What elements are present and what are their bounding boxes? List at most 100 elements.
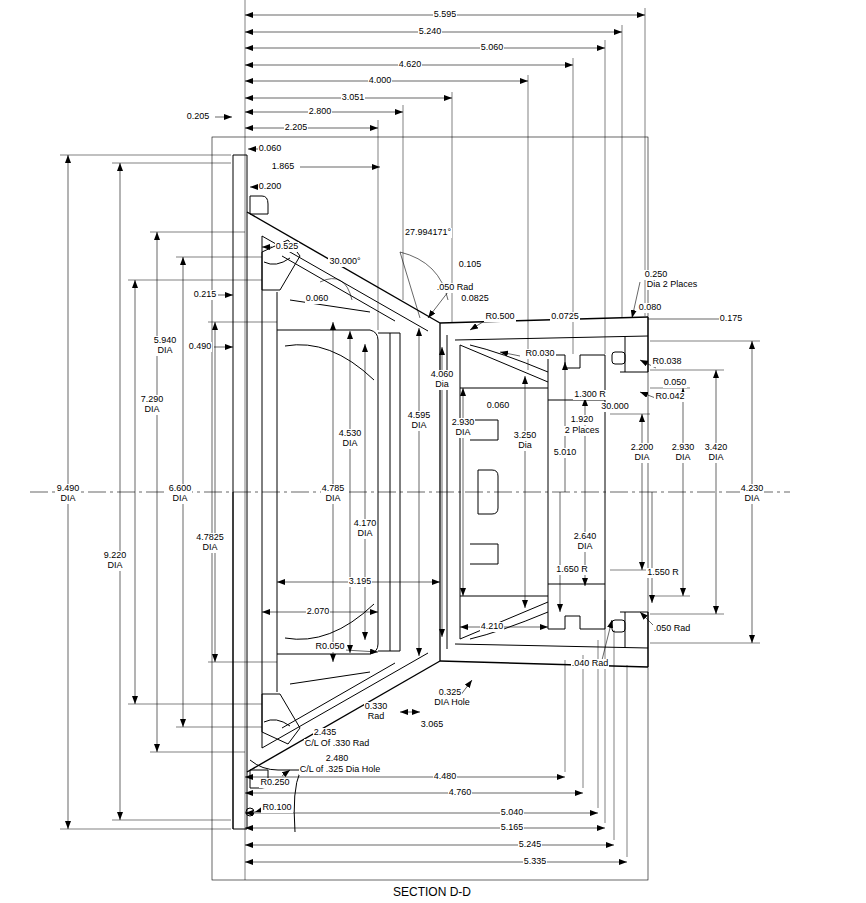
drawing-line — [233, 155, 648, 492]
drawing-line — [128, 704, 262, 705]
dimension-label: 3.195 — [348, 577, 373, 587]
dimension-label: 1.650 R — [555, 565, 589, 575]
dimension-label: 0.250 — [644, 270, 669, 280]
drawing-line — [112, 163, 231, 164]
dimension-label: 2.640 DIA — [573, 532, 598, 552]
dimension-label: 0.0725 — [550, 312, 580, 322]
drawing-line — [262, 247, 272, 248]
dimension-label: 5.940 DIA — [153, 336, 178, 356]
dimension-label: 5.040 — [500, 808, 525, 818]
dimension-label: R0.050 — [314, 642, 345, 652]
drawing-line — [400, 252, 420, 318]
drawing-line — [128, 280, 262, 281]
drawing-line — [650, 614, 724, 615]
drawing-line — [365, 344, 366, 640]
dimension-label: 0.060 — [305, 294, 330, 304]
dimension-label: 5.240 — [418, 27, 443, 37]
dimension-label: 2.200 DIA — [630, 443, 655, 463]
drawing-line — [135, 280, 136, 704]
dimension-label: 4.210 — [480, 622, 505, 632]
drawing-line — [622, 25, 623, 318]
dimension-label: 6.600 DIA — [168, 484, 193, 504]
dimension-label: 4.595 DIA — [407, 411, 432, 431]
dimension-label: 4.620 — [398, 60, 423, 70]
drawing-line — [176, 257, 262, 258]
drawing-line — [176, 727, 262, 728]
drawing-line — [400, 712, 420, 713]
dimension-label: C/L Of .330 Rad — [304, 739, 371, 749]
dimension-label: 5.335 — [523, 857, 548, 867]
dimension-label: .040 Rad — [571, 659, 610, 669]
dimension-label: 1.920 — [570, 415, 595, 425]
dimension-label: R0.100 — [261, 803, 292, 813]
drawing-line — [245, 128, 378, 129]
drawing-line — [214, 117, 660, 812]
dimension-label: 5.245 — [518, 840, 543, 850]
dimension-label: 0.490 — [188, 342, 213, 352]
dimension-label: 2.930 DIA — [451, 418, 476, 438]
dimension-label: 0.205 — [186, 112, 211, 122]
drawing-line — [428, 292, 448, 318]
drawing-line — [245, 862, 627, 863]
drawing-line — [208, 662, 277, 663]
drawing-line — [683, 388, 684, 596]
drawing-line — [650, 643, 760, 644]
drawing-line — [233, 492, 234, 829]
dimension-label: 9.220 DIA — [103, 551, 128, 571]
drawing-line — [583, 655, 584, 788]
drawing-line — [212, 137, 648, 880]
drawing-line — [442, 347, 443, 637]
dimension-label: 1.550 R — [646, 568, 680, 578]
drawing-line — [605, 600, 606, 823]
drawing-line — [218, 295, 233, 296]
drawing-line — [245, 828, 605, 829]
drawing-line — [525, 376, 526, 608]
drawing-line — [320, 252, 720, 319]
drawing-line — [642, 414, 643, 570]
dimension-label: 3.420 DIA — [704, 443, 729, 463]
drawing-line — [614, 630, 615, 840]
dimension-label: 27.994171° — [404, 228, 452, 238]
dimension-label: 0.525 — [275, 242, 300, 252]
dimension-label: DIA Hole — [433, 698, 471, 708]
dimension-label: 0.060 — [486, 401, 511, 411]
drawing-line — [150, 752, 245, 753]
dimension-label: 7.290 DIA — [140, 395, 165, 415]
drawing-line — [610, 570, 650, 571]
drawing-line — [610, 414, 650, 415]
dimension-label: 30.000° — [328, 257, 361, 267]
dimension-label: 0.060 — [258, 144, 283, 154]
dimension-label: R0.030 — [524, 349, 555, 359]
drawing-line — [350, 331, 351, 653]
dimension-label: R0.038 — [651, 357, 682, 367]
dimension-label: .050 Rad — [653, 624, 692, 634]
dimension-label: R0.042 — [654, 392, 685, 402]
dimension-label: 2.205 — [284, 123, 309, 133]
drawing-line — [60, 155, 231, 156]
drawing-line — [419, 328, 420, 656]
drawing-line — [60, 0, 760, 880]
drawing-line — [68, 15, 752, 862]
drawing-line — [250, 760, 300, 770]
drawing-line — [233, 492, 648, 829]
section-caption: SECTION D-D — [391, 885, 473, 899]
dimension-label: 1.300 R — [573, 390, 607, 400]
drawing-line — [716, 370, 717, 614]
dimension-label: 2.930 DIA — [671, 443, 696, 463]
dimension-label: 4.230 DIA — [740, 484, 765, 504]
dimension-label: 0.325 — [438, 688, 463, 698]
drawing-line — [650, 596, 690, 597]
dimension-label: 30.000 — [600, 402, 630, 412]
drawing-line — [378, 120, 379, 330]
dimension-label: 5.010 — [553, 448, 578, 458]
dimension-label: 0.080 — [638, 303, 663, 313]
dimension-label: 3.065 — [420, 720, 445, 730]
drawing-line — [560, 492, 561, 612]
dimension-label: R0.250 — [259, 778, 290, 788]
drawing-line — [30, 492, 790, 493]
drawing-line — [282, 770, 290, 776]
drawing-line — [112, 820, 231, 821]
dimension-label: 4.785 DIA — [321, 484, 346, 504]
